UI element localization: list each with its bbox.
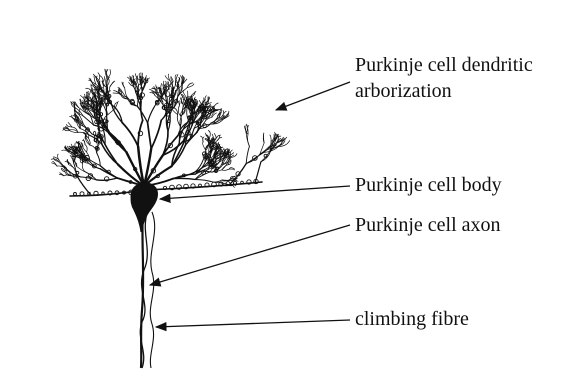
dendrite-branch <box>229 169 234 170</box>
dendrite-branch <box>100 76 103 83</box>
dendrite-branch <box>83 140 86 144</box>
dendrite-branch <box>148 123 152 149</box>
dendrite-branch <box>195 180 210 182</box>
dendrite-branch <box>150 93 155 96</box>
climbing-fibre-strand-2 <box>150 212 154 368</box>
dendrite-branch <box>167 92 169 97</box>
label-climbing-fibre: climbing fibre <box>355 307 469 331</box>
arrow-climbing-fibre <box>156 320 350 327</box>
dendrite-branch <box>161 84 162 90</box>
dendrite-branch <box>102 145 117 164</box>
dendrite-branch <box>180 76 182 84</box>
label-dendritic-arborization-line1: Purkinje cell dendritic <box>355 53 533 77</box>
purkinje-cell-body <box>131 183 158 232</box>
dendrite-branch <box>57 154 59 160</box>
dendrite-branch <box>203 142 206 150</box>
dendrite-branch <box>183 90 187 98</box>
dendrite-branch <box>173 82 174 90</box>
dendrite-varicosity <box>102 192 104 194</box>
dendrite-branch <box>151 120 161 148</box>
dendrite-branch <box>246 146 249 163</box>
dendrite-varicosity <box>199 184 202 187</box>
arrow-axon <box>150 225 350 285</box>
dendrite-branch <box>217 138 222 141</box>
dendrite-varicosity <box>241 181 244 184</box>
dendrite-branch <box>176 75 178 81</box>
dendrite-branch <box>187 91 188 98</box>
dendrite-branch <box>270 135 271 141</box>
dendrite-branch <box>110 82 114 87</box>
dendrite-varicosity <box>74 193 77 196</box>
arrow-dendritic-arborization <box>276 82 350 110</box>
dendritic-arborization <box>51 69 290 196</box>
dendrite-branch <box>123 82 125 88</box>
dendrite-branch <box>148 108 154 123</box>
dendrite-branch <box>108 70 111 78</box>
dendrite-branch <box>178 107 180 115</box>
dendrite-branch <box>122 123 138 147</box>
label-axon: Purkinje cell axon <box>355 213 501 237</box>
dendrite-branch <box>100 166 117 178</box>
dendrite-branch <box>114 107 122 123</box>
dendrite-branch <box>264 133 265 143</box>
dendrite-branch <box>246 124 247 134</box>
dendrite-branch <box>77 167 85 172</box>
dendrite-branch <box>96 178 117 180</box>
dendrite-branch <box>228 153 234 157</box>
dendrite-branch <box>105 144 118 164</box>
label-dendritic-arborization-line2: arborization <box>355 79 452 103</box>
dendrite-branch <box>77 176 90 194</box>
dendrite-branch <box>138 120 143 146</box>
label-cell-body: Purkinje cell body <box>355 173 502 197</box>
